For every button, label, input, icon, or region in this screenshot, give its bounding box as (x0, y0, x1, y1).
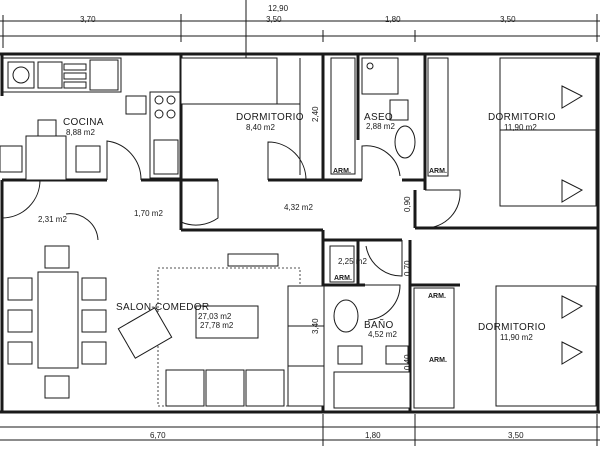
dim-bottom-3: 3,50 (508, 431, 524, 440)
sofa (165, 369, 205, 407)
bano-area: 4,52 m2 (368, 330, 397, 339)
aseo-fixtures (361, 57, 449, 177)
bedroom3-fixtures (495, 285, 597, 407)
dining-table (37, 271, 79, 369)
dim-bottom-2: 1,80 (365, 431, 381, 440)
coffee-table (195, 305, 259, 339)
salon-fixtures (7, 245, 325, 407)
toilet-icon (394, 125, 416, 159)
sink-icon (389, 99, 409, 121)
pasillo2-area: 1,70 m2 (134, 209, 163, 218)
opening-dimensions: 2,40 0,90 0,70 0,40 3,40 (311, 106, 412, 370)
dim-top-1: 3,70 (80, 15, 96, 24)
arm-label: ARM. (333, 168, 351, 175)
dormitorio1-area: 8,40 m2 (246, 123, 275, 132)
kitchen-fixtures (0, 57, 181, 181)
dormitorio3-label: DORMITORIO (478, 322, 546, 333)
arm-label: ARM. (429, 168, 447, 175)
bedroom2-fixtures (499, 57, 597, 207)
wardrobe (330, 57, 356, 175)
dormitorio2-label: DORMITORIO (488, 112, 556, 123)
armchair (117, 307, 173, 359)
room-labels: COCINA 8,88 m2 DORMITORIO 8,40 m2 ASEO 2… (38, 112, 556, 342)
double-bed-2 (495, 285, 597, 407)
bedroom1-fixtures (180, 57, 356, 175)
aseo-area: 2,88 m2 (366, 122, 395, 131)
kitchen-table (25, 135, 67, 181)
opening-dim: 0,40 (403, 354, 412, 370)
double-bed (499, 57, 597, 207)
arm-label: ARM. (428, 293, 446, 300)
bano-label: BAÑO (364, 318, 394, 331)
stove-burner-icon (154, 95, 164, 105)
opening-dim: 0,90 (403, 196, 412, 212)
dormitorio2-area: 11,90 m2 (504, 123, 537, 132)
top-dimension-line: 12,90 3,70 3,50 1,80 3,50 (0, 0, 600, 60)
cocina-area: 8,88 m2 (66, 128, 95, 137)
dim-top-4: 3,50 (500, 15, 516, 24)
cocina-label: COCINA (63, 117, 104, 128)
dim-top-2: 3,50 (266, 15, 282, 24)
salon-area-alt: 27,78 m2 (200, 321, 234, 330)
arm-label: ARM. (334, 275, 352, 282)
bottom-dimension-line: 6,70 1,80 3,50 (0, 414, 600, 446)
bano-fixtures (329, 245, 455, 409)
opening-dim: 0,70 (403, 260, 412, 276)
door-swings (1, 140, 461, 321)
bath-toilet-icon (333, 299, 359, 333)
bathtub (333, 371, 411, 409)
washer-icon (7, 61, 35, 89)
wardrobe-labels: ARM. ARM. ARM. ARM. ARM. (333, 168, 447, 364)
aseo-label: ASEO (364, 112, 393, 123)
dim-top-3: 1,80 (385, 15, 401, 24)
dormitorio1-label: DORMITORIO (236, 112, 304, 123)
dim-bottom-1: 6,70 (150, 431, 166, 440)
walls (0, 52, 600, 414)
dormitorio3-area: 11,90 m2 (500, 333, 533, 342)
opening-dim: 2,40 (311, 106, 320, 122)
distribuidor-area: 4,32 m2 (284, 203, 313, 212)
pasillo3-area: 2,25 m2 (338, 257, 367, 266)
salon-label: SALON-COMEDOR (116, 302, 209, 313)
arm-label: ARM. (429, 357, 447, 364)
dim-total: 12,90 (268, 4, 289, 13)
pasillo1-area: 2,31 m2 (38, 215, 67, 224)
salon-area: 27,03 m2 (198, 312, 232, 321)
opening-dim: 3,40 (311, 318, 320, 334)
